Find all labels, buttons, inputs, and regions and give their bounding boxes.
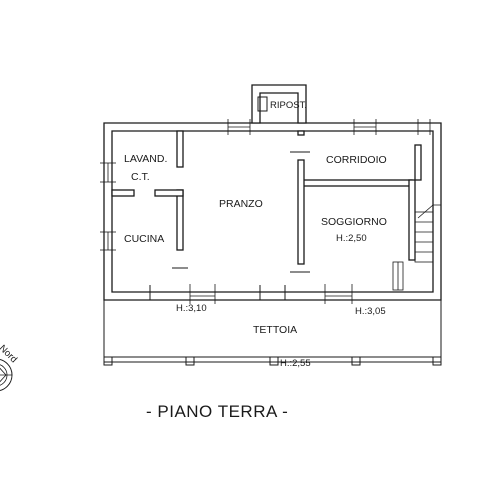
label-cucina: CUCINA bbox=[124, 233, 164, 245]
door-marks bbox=[149, 151, 310, 300]
label-centrale-termica: C.T. bbox=[131, 171, 150, 183]
ripostiglio-annex bbox=[251, 84, 307, 124]
height-tettoia: H.:2,55 bbox=[280, 358, 311, 369]
outer-walls bbox=[103, 122, 442, 301]
windows bbox=[100, 119, 431, 304]
label-lavanderia: LAVAND. bbox=[124, 153, 167, 165]
label-tettoia: TETTOIA bbox=[253, 324, 297, 336]
compass-label: Nord bbox=[0, 343, 19, 365]
label-pranzo: PRANZO bbox=[219, 198, 263, 210]
plan-title: - PIANO TERRA - bbox=[146, 402, 288, 421]
interior-walls bbox=[111, 130, 422, 265]
label-ripostiglio: RIPOST. bbox=[270, 100, 307, 111]
label-soggiorno: SOGGIORNO bbox=[321, 216, 387, 228]
height-soggiorno: H.:2,50 bbox=[336, 233, 367, 244]
height-right-portico: H.:3,05 bbox=[355, 306, 386, 317]
staircase bbox=[392, 204, 441, 291]
height-pranzo: H.:3,10 bbox=[176, 303, 207, 314]
height-labels: H.:2,50 H.:3,10 H.:3,05 H.:2,55 bbox=[176, 233, 386, 369]
room-labels: RIPOST. LAVAND. C.T. CUCINA PRANZO CORRI… bbox=[124, 100, 387, 336]
label-corridoio: CORRIDOIO bbox=[326, 154, 387, 166]
tettoia-porch bbox=[103, 300, 442, 366]
north-arrow-icon bbox=[0, 358, 13, 392]
